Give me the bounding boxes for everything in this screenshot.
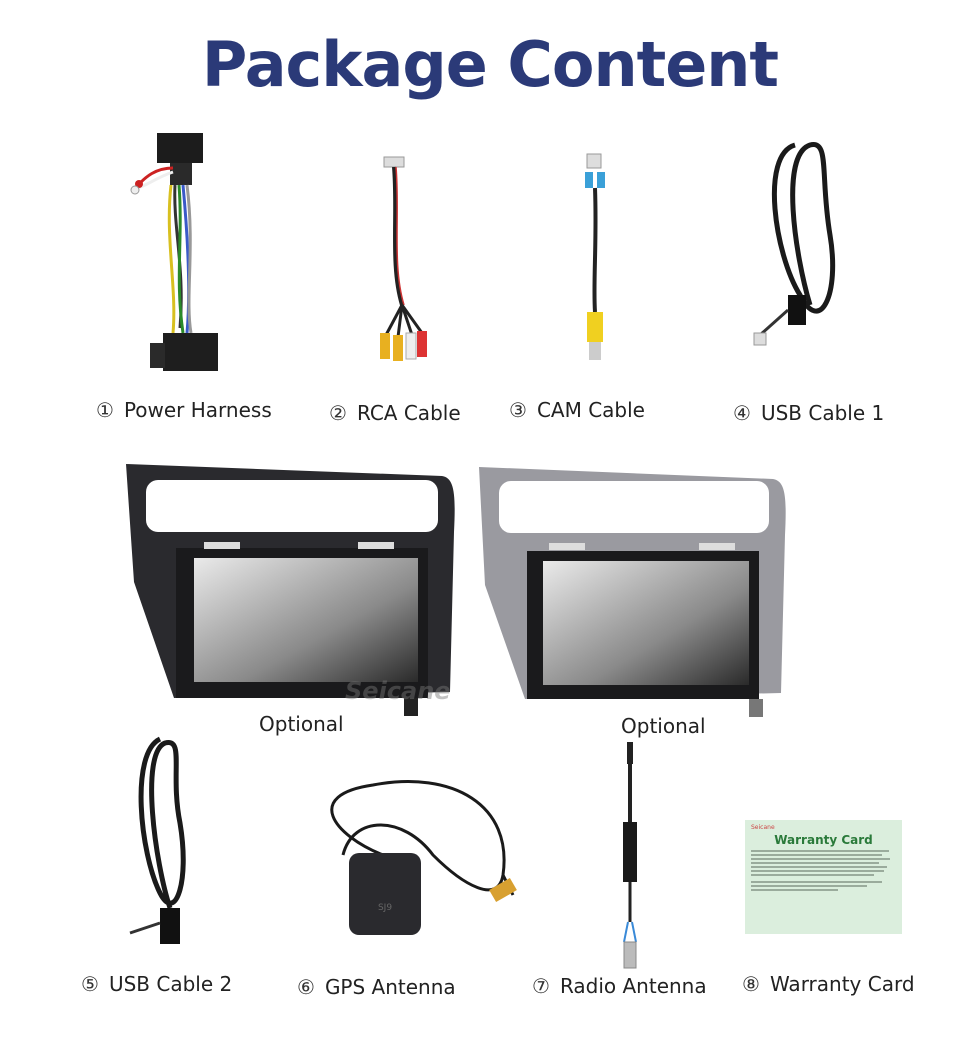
optional-label-grey: Optional: [621, 714, 706, 738]
usb-cable-1-image: [753, 142, 836, 346]
warranty-card-image: Seicane Warranty Card: [745, 820, 902, 934]
radio-antenna-image: [623, 742, 637, 969]
warranty-card-brand: Seicane: [751, 824, 775, 831]
power-harness-image: [130, 133, 218, 371]
rca-cable-image: [380, 156, 427, 361]
radio-unit-black-image: [126, 464, 455, 716]
usb-cable-2-image: [129, 736, 186, 944]
cam-cable-image: [585, 153, 605, 360]
radio-unit-grey-image: [479, 467, 786, 717]
page-title: Package Content: [201, 28, 779, 101]
gps-antenna-image: SJ9: [330, 780, 517, 935]
svg-text:SJ9: SJ9: [378, 903, 392, 913]
optional-label-black: Optional: [259, 712, 344, 736]
warranty-card-title: Warranty Card: [774, 833, 873, 847]
watermark: Seicane: [345, 677, 451, 705]
